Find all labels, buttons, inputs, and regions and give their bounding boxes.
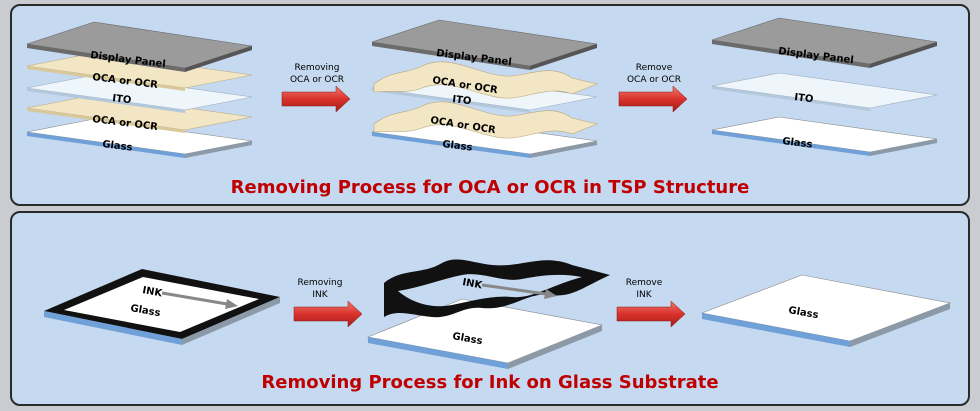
glass-label: Glass — [787, 305, 819, 321]
ink-arrow-line — [481, 283, 547, 296]
arrow-label-line2: INK — [636, 290, 652, 300]
glass-label: Glass — [102, 139, 133, 154]
right-arrow-icon — [544, 289, 557, 299]
ink-arrow-line — [161, 291, 228, 306]
stack-initial: Glass OCA or OCR ITO OCA or OCR Dis — [26, 21, 253, 158]
oca-ocr-layer-upper-peeling — [373, 61, 598, 99]
arrow-label-line1: Remove — [626, 278, 663, 288]
ink-label: INK — [461, 277, 484, 291]
ink-caption: Removing Process for Ink on Glass Substr… — [261, 372, 719, 393]
glass-surface — [700, 274, 952, 342]
tsp-structure-panel: Glass OCA or OCR ITO OCA or OCR Dis — [10, 4, 970, 206]
right-arrow-icon — [225, 299, 238, 309]
ink-glass-removing: Glass INK — [366, 259, 610, 369]
stack-removing: Glass OCA or OCR ITO OCA or OCR Display … — [371, 19, 598, 158]
ito-label: ITO — [452, 94, 472, 107]
oca-ocr-layer-lower — [26, 94, 253, 133]
arrow-label-line2: INK — [312, 290, 328, 300]
ink-glass-initial: INK Glass — [44, 269, 280, 345]
right-arrow-icon — [293, 300, 363, 328]
process-arrow-1: Removing INK — [293, 278, 363, 328]
arrow-label-line2: OCA or OCR — [290, 75, 344, 85]
ink-glass-panel: INK Glass Removing INK Glass INK Remove … — [10, 211, 970, 406]
display-panel-layer — [26, 21, 253, 72]
glass-label: Glass — [451, 331, 483, 347]
ito-layer — [26, 74, 253, 113]
process-arrow-2: Remove INK — [616, 278, 686, 328]
process-arrow-2: Remove OCA or OCR — [618, 63, 688, 113]
ink-label: INK — [141, 285, 164, 299]
glass-layer — [26, 118, 253, 158]
right-arrow-icon — [616, 300, 686, 328]
glass-label: Glass — [442, 139, 473, 154]
ito-label: ITO — [794, 92, 814, 105]
arrow-label-line1: Remove — [636, 63, 673, 73]
ink-glass-diagram: INK Glass Removing INK Glass INK Remove … — [44, 259, 952, 369]
arrow-label-line1: Removing — [298, 278, 343, 288]
arrow-label-line2: OCA or OCR — [627, 75, 681, 85]
ito-label: ITO — [112, 93, 132, 106]
display-panel-layer — [371, 19, 598, 70]
ito-layer — [711, 72, 938, 111]
oca-ocr-layer-lower-peeling — [373, 101, 598, 139]
arrow-label-line1: Removing — [295, 63, 340, 73]
oca-ocr-layer-upper — [26, 52, 253, 91]
display-panel-layer — [711, 17, 938, 68]
stack-result: Glass ITO Display Panel — [711, 17, 938, 156]
glass-layer — [711, 116, 938, 156]
ink-glass-result: Glass — [700, 274, 952, 347]
glass-surface — [64, 277, 259, 332]
process-arrow-1: Removing OCA or OCR — [281, 63, 351, 113]
tsp-caption: Removing Process for OCA or OCR in TSP S… — [230, 177, 750, 198]
glass-label: Glass — [129, 303, 161, 319]
right-arrow-icon — [618, 85, 688, 113]
ink-layer-peeling — [384, 259, 610, 318]
tsp-structure-diagram: Glass OCA or OCR ITO OCA or OCR Dis — [26, 17, 938, 158]
glass-label: Glass — [782, 136, 813, 151]
right-arrow-icon — [281, 85, 351, 113]
